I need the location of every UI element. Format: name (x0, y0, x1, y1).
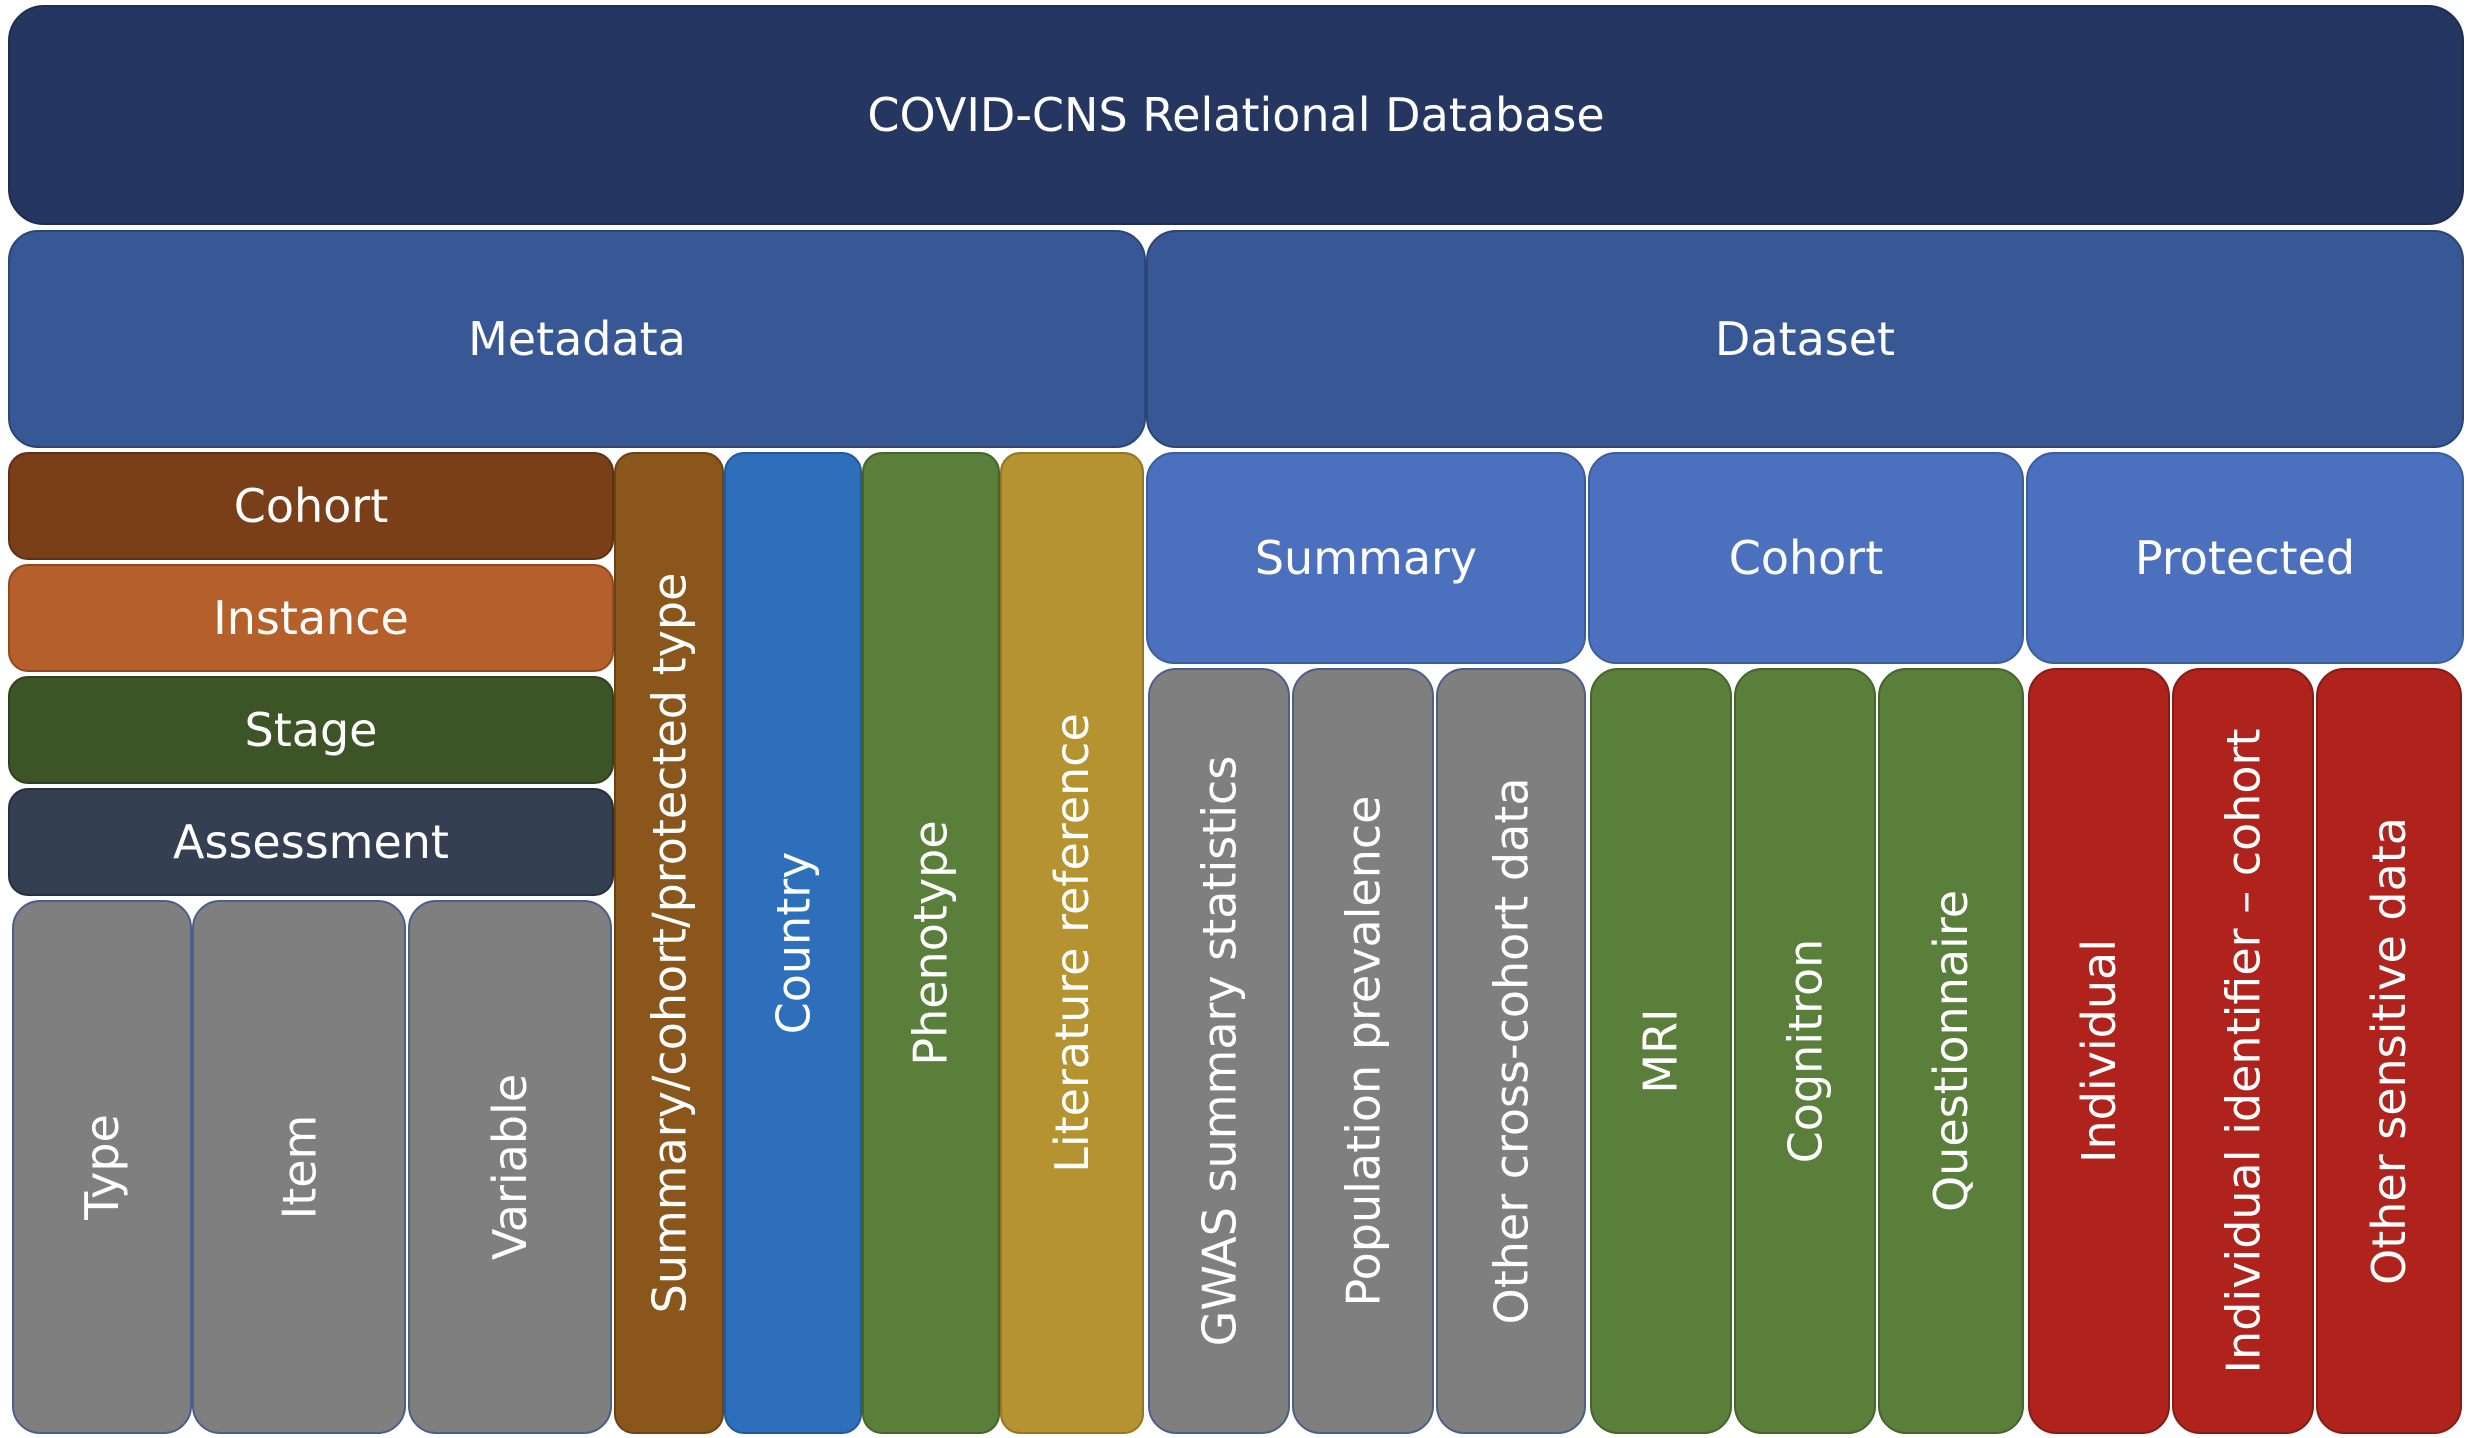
type-label: Type (75, 1114, 129, 1220)
literature-reference-block: Literature reference (1000, 452, 1144, 1434)
individual-identifier-cohort-block: Individual identifier – cohort (2172, 668, 2314, 1434)
variable-label: Variable (483, 1073, 537, 1261)
country-label: Country (766, 851, 820, 1035)
item-label: Item (272, 1114, 326, 1220)
variable-block: Variable (408, 900, 612, 1434)
other-cross-cohort-data-label: Other cross-cohort data (1484, 777, 1539, 1325)
stage-block: Stage (8, 676, 614, 784)
population-prevalence-label: Population prevalence (1336, 795, 1391, 1307)
population-prevalence-block: Population prevalence (1292, 668, 1434, 1434)
summary-group-label: Summary (1254, 531, 1478, 585)
assessment-block: Assessment (8, 788, 614, 896)
protected-group-label: Protected (2134, 531, 2356, 585)
instance-block: Instance (8, 564, 614, 672)
individual-block: Individual (2028, 668, 2170, 1434)
phenotype-label: Phenotype (904, 820, 959, 1066)
item-block: Item (192, 900, 406, 1434)
summary-cohort-protected-type-label: Summary/cohort/protected type (642, 572, 697, 1314)
questionnaire-block: Questionnaire (1878, 668, 2024, 1434)
country-block: Country (724, 452, 862, 1434)
other-sensitive-data-block: Other sensitive data (2316, 668, 2462, 1434)
phenotype-block: Phenotype (862, 452, 1000, 1434)
gwas-summary-statistics-label: GWAS summary statistics (1192, 755, 1247, 1347)
cohort-group-block: Cohort (1588, 452, 2024, 664)
protected-group-block: Protected (2026, 452, 2464, 664)
cohort-group-label: Cohort (1728, 531, 1884, 585)
mri-label: MRI (1634, 1008, 1688, 1094)
database-title-block: COVID-CNS Relational Database (8, 5, 2464, 225)
type-block: Type (12, 900, 192, 1434)
dataset-block: Dataset (1146, 230, 2464, 448)
dataset-label: Dataset (1714, 312, 1896, 366)
questionnaire-label: Questionnaire (1924, 889, 1979, 1213)
instance-label: Instance (213, 591, 409, 645)
metadata-label: Metadata (468, 312, 686, 366)
literature-reference-label: Literature reference (1045, 713, 1100, 1173)
gwas-summary-statistics-block: GWAS summary statistics (1148, 668, 1290, 1434)
other-cross-cohort-data-block: Other cross-cohort data (1436, 668, 1586, 1434)
mri-block: MRI (1590, 668, 1732, 1434)
database-title: COVID-CNS Relational Database (867, 88, 1605, 142)
summary-group-block: Summary (1146, 452, 1586, 664)
summary-cohort-protected-type-block: Summary/cohort/protected type (614, 452, 724, 1434)
metadata-block: Metadata (8, 230, 1146, 448)
other-sensitive-data-label: Other sensitive data (2362, 817, 2417, 1285)
individual-identifier-cohort-label: Individual identifier – cohort (2216, 728, 2271, 1374)
individual-label: Individual (2072, 938, 2126, 1164)
metadata-cohort-block: Cohort (8, 452, 614, 560)
cognitron-block: Cognitron (1734, 668, 1876, 1434)
metadata-cohort-label: Cohort (233, 479, 389, 533)
cognitron-label: Cognitron (1778, 938, 1833, 1164)
stage-label: Stage (244, 703, 378, 757)
assessment-label: Assessment (173, 815, 449, 869)
